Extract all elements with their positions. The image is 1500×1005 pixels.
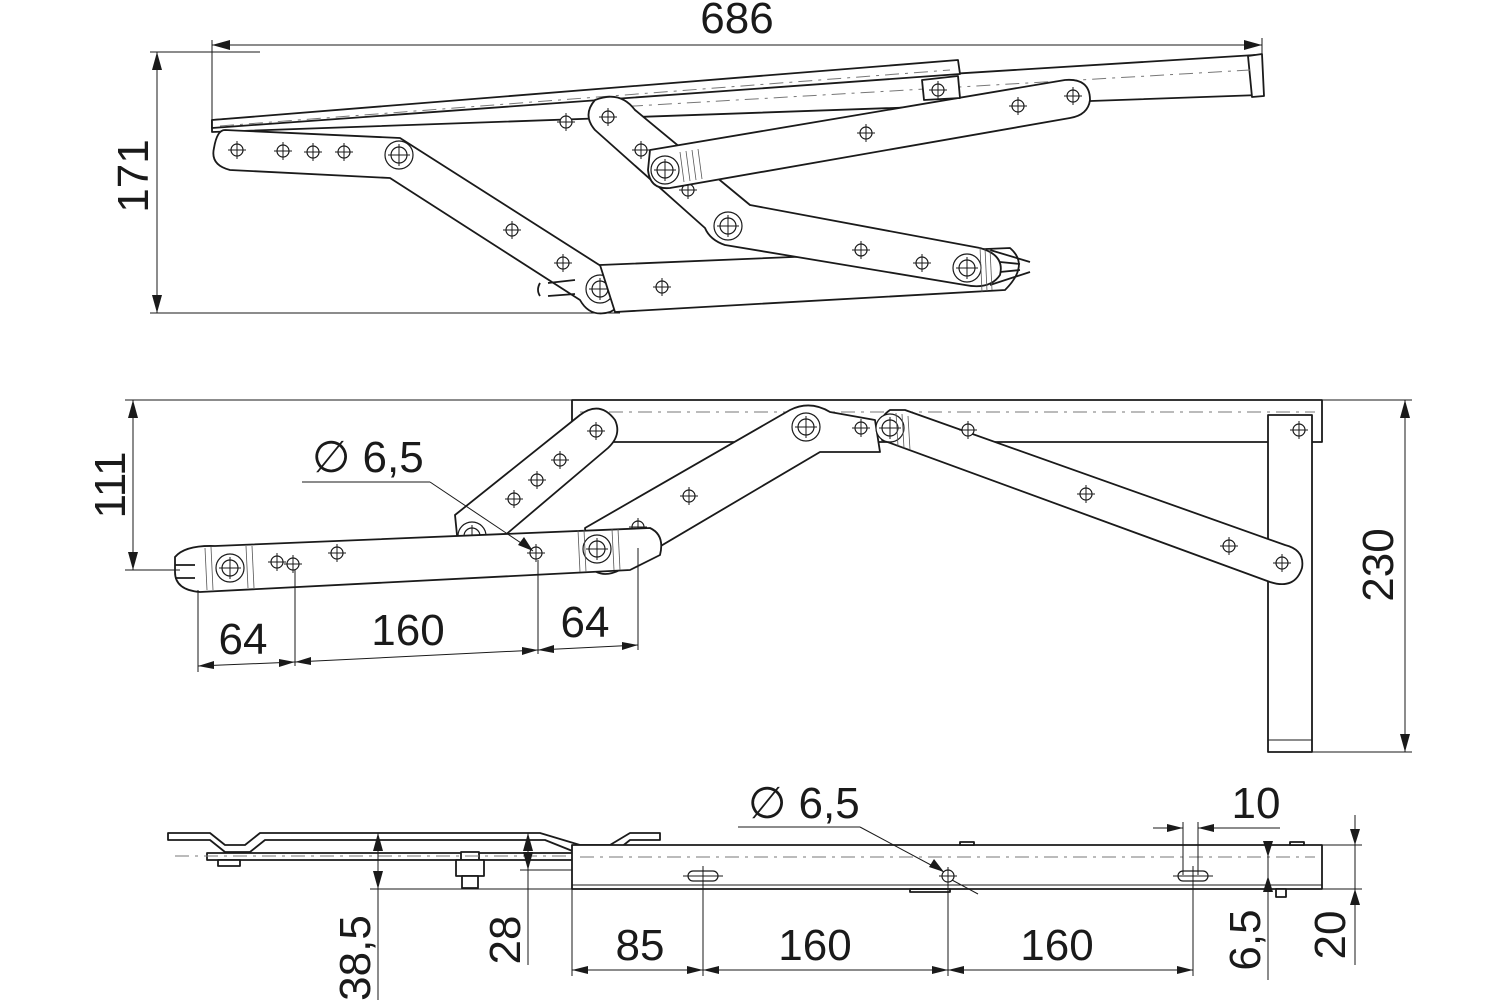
dimension-20-label: 20 [1306, 911, 1355, 960]
dimension-230-label: 230 [1354, 528, 1403, 601]
dimension-10-label: 10 [1232, 779, 1281, 828]
top-long-bar [211, 54, 1261, 133]
side-view: ∅ 6,5 10 85 160 160 [167, 779, 1362, 1001]
hole-diameter-leader-side: ∅ 6,5 [738, 779, 979, 895]
dimension-171: 171 [109, 51, 620, 314]
top-view: 686 171 [109, 0, 1265, 315]
dimension-171-label: 171 [109, 139, 158, 212]
dimension-230: 230 [1312, 399, 1412, 753]
dimension-6-5-side: 6,5 [1221, 841, 1273, 980]
dimension-10: 10 [1153, 779, 1280, 875]
dimension-28-label: 28 [481, 916, 530, 965]
dimension-28: 28 [481, 833, 572, 965]
dimension-85-label: 85 [616, 921, 665, 970]
hole-diameter-side-label: ∅ 6,5 [748, 779, 860, 828]
dimension-64-left-label: 64 [219, 615, 268, 664]
dimension-160-side-a-label: 160 [778, 921, 851, 970]
top-link-left [212, 129, 625, 315]
top-bar-end-cap [1247, 53, 1265, 98]
front-bottom-bar [174, 527, 663, 593]
hole-diameter-front-label: ∅ 6,5 [312, 433, 424, 482]
dimension-160-side-b-label: 160 [1020, 921, 1093, 970]
dimension-20: 20 [1306, 815, 1362, 965]
dimension-chain-front: 64 160 64 [197, 548, 639, 672]
dimension-111-label: 111 [86, 452, 135, 519]
side-bracket [167, 832, 661, 853]
dimension-686: 686 [211, 0, 1263, 120]
front-view: 111 230 ∅ 6,5 [86, 399, 1412, 753]
dimension-chain-side: 85 160 160 [571, 882, 1194, 976]
dimension-6-5-side-label: 6,5 [1221, 909, 1270, 970]
dimension-38-5-label: 38,5 [331, 915, 380, 1001]
top-link-middle [587, 95, 1002, 288]
dimension-686-label: 686 [700, 0, 773, 43]
dimension-38-5: 38,5 [331, 833, 575, 1001]
hole-diameter-leader-front: ∅ 6,5 [302, 433, 534, 552]
top-upper-plate [211, 59, 961, 129]
dimension-160-front-label: 160 [371, 606, 444, 655]
dimension-64-right-label: 64 [561, 598, 610, 647]
dimension-111: 111 [86, 399, 575, 571]
